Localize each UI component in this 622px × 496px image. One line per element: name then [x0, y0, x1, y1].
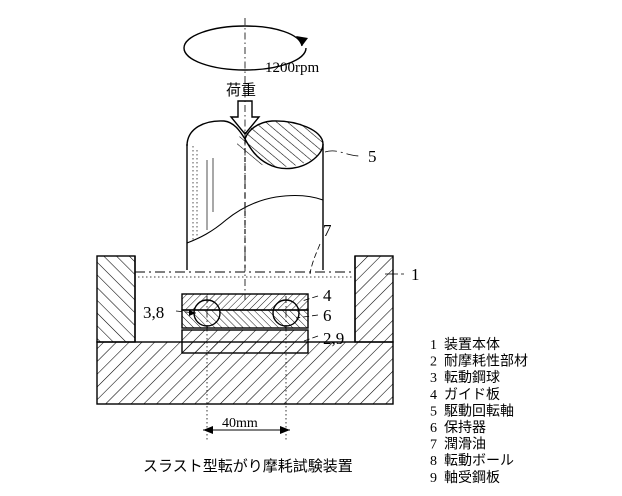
dimension-text: 40mm [222, 416, 258, 431]
rpm-text: 1200rpm [265, 60, 319, 76]
apparatus-body-vessel [96, 255, 394, 405]
legend-item-number: 5 [430, 404, 437, 419]
legend-item-number: 9 [430, 471, 437, 486]
legend-item: 2 耐摩耗性部材 [430, 353, 528, 370]
legend-item-number: 2 [430, 355, 437, 370]
legend-item: 8 転動ボール [430, 453, 514, 469]
load-label: 荷重 [226, 81, 256, 99]
legend-item-label: 転動鋼球 [444, 370, 500, 386]
load-text: 荷重 [226, 81, 256, 99]
legend-item: 5 駆動回転軸 [430, 403, 514, 419]
legend-item-number: 1 [430, 338, 437, 353]
dimension-40mm: 40mm [203, 330, 290, 440]
bearing-steel-plate [181, 329, 309, 354]
callout-numbers: 5 7 1 3,8 4 6 2,9 [143, 147, 420, 348]
figure-caption: スラスト型転がり摩耗試験装置 [143, 457, 353, 475]
load-arrow-icon [229, 100, 261, 136]
callout-5: 5 [368, 147, 377, 166]
callout-3-8: 3,8 [143, 303, 164, 322]
legend-item-label: 保持器 [444, 420, 486, 436]
legend-item-label: 装置本体 [444, 337, 500, 353]
caption-text: スラスト型転がり摩耗試験装置 [143, 457, 353, 475]
legend-item-label: 潤滑油 [444, 436, 486, 453]
legend-item: 9 軸受鋼板 [430, 470, 500, 486]
parts-legend: 1 装置本体 2 耐摩耗性部材 3 転動鋼球 4 ガイド板 5 駆動回転軸 6 保持器 7 潤滑油 8 転動ボ… [430, 337, 528, 486]
callout-7: 7 [323, 221, 332, 240]
rotation-speed-label: 1200rpm [265, 60, 319, 76]
legend-item-number: 3 [430, 371, 437, 386]
legend-item: 1 装置本体 [430, 337, 500, 353]
callout-leader-lines [175, 150, 405, 342]
callout-6: 6 [323, 306, 332, 325]
legend-item-label: 耐摩耗性部材 [444, 353, 528, 370]
legend-item: 3 転動鋼球 [430, 370, 500, 386]
legend-item: 6 保持器 [430, 420, 486, 436]
legend-item: 4 ガイド板 [430, 387, 500, 403]
legend-item-label: 転動ボール [444, 453, 514, 469]
drive-rotating-shaft [186, 120, 324, 270]
lubricant-oil-level [135, 271, 355, 278]
legend-item-number: 4 [430, 388, 437, 403]
legend-item-number: 6 [430, 421, 437, 436]
callout-4: 4 [323, 286, 332, 305]
legend-item-label: 駆動回転軸 [444, 403, 514, 419]
legend-item-label: 軸受鋼板 [444, 470, 500, 486]
legend-item-number: 8 [430, 454, 437, 469]
callout-2-9: 2,9 [323, 329, 344, 348]
rotation-arrow-icon [183, 25, 308, 71]
legend-item: 7 潤滑油 [430, 436, 486, 453]
legend-item-label: ガイド板 [444, 387, 500, 403]
callout-1: 1 [411, 265, 420, 284]
retainer-with-rolling-balls [181, 296, 309, 330]
legend-item-number: 7 [430, 438, 437, 453]
